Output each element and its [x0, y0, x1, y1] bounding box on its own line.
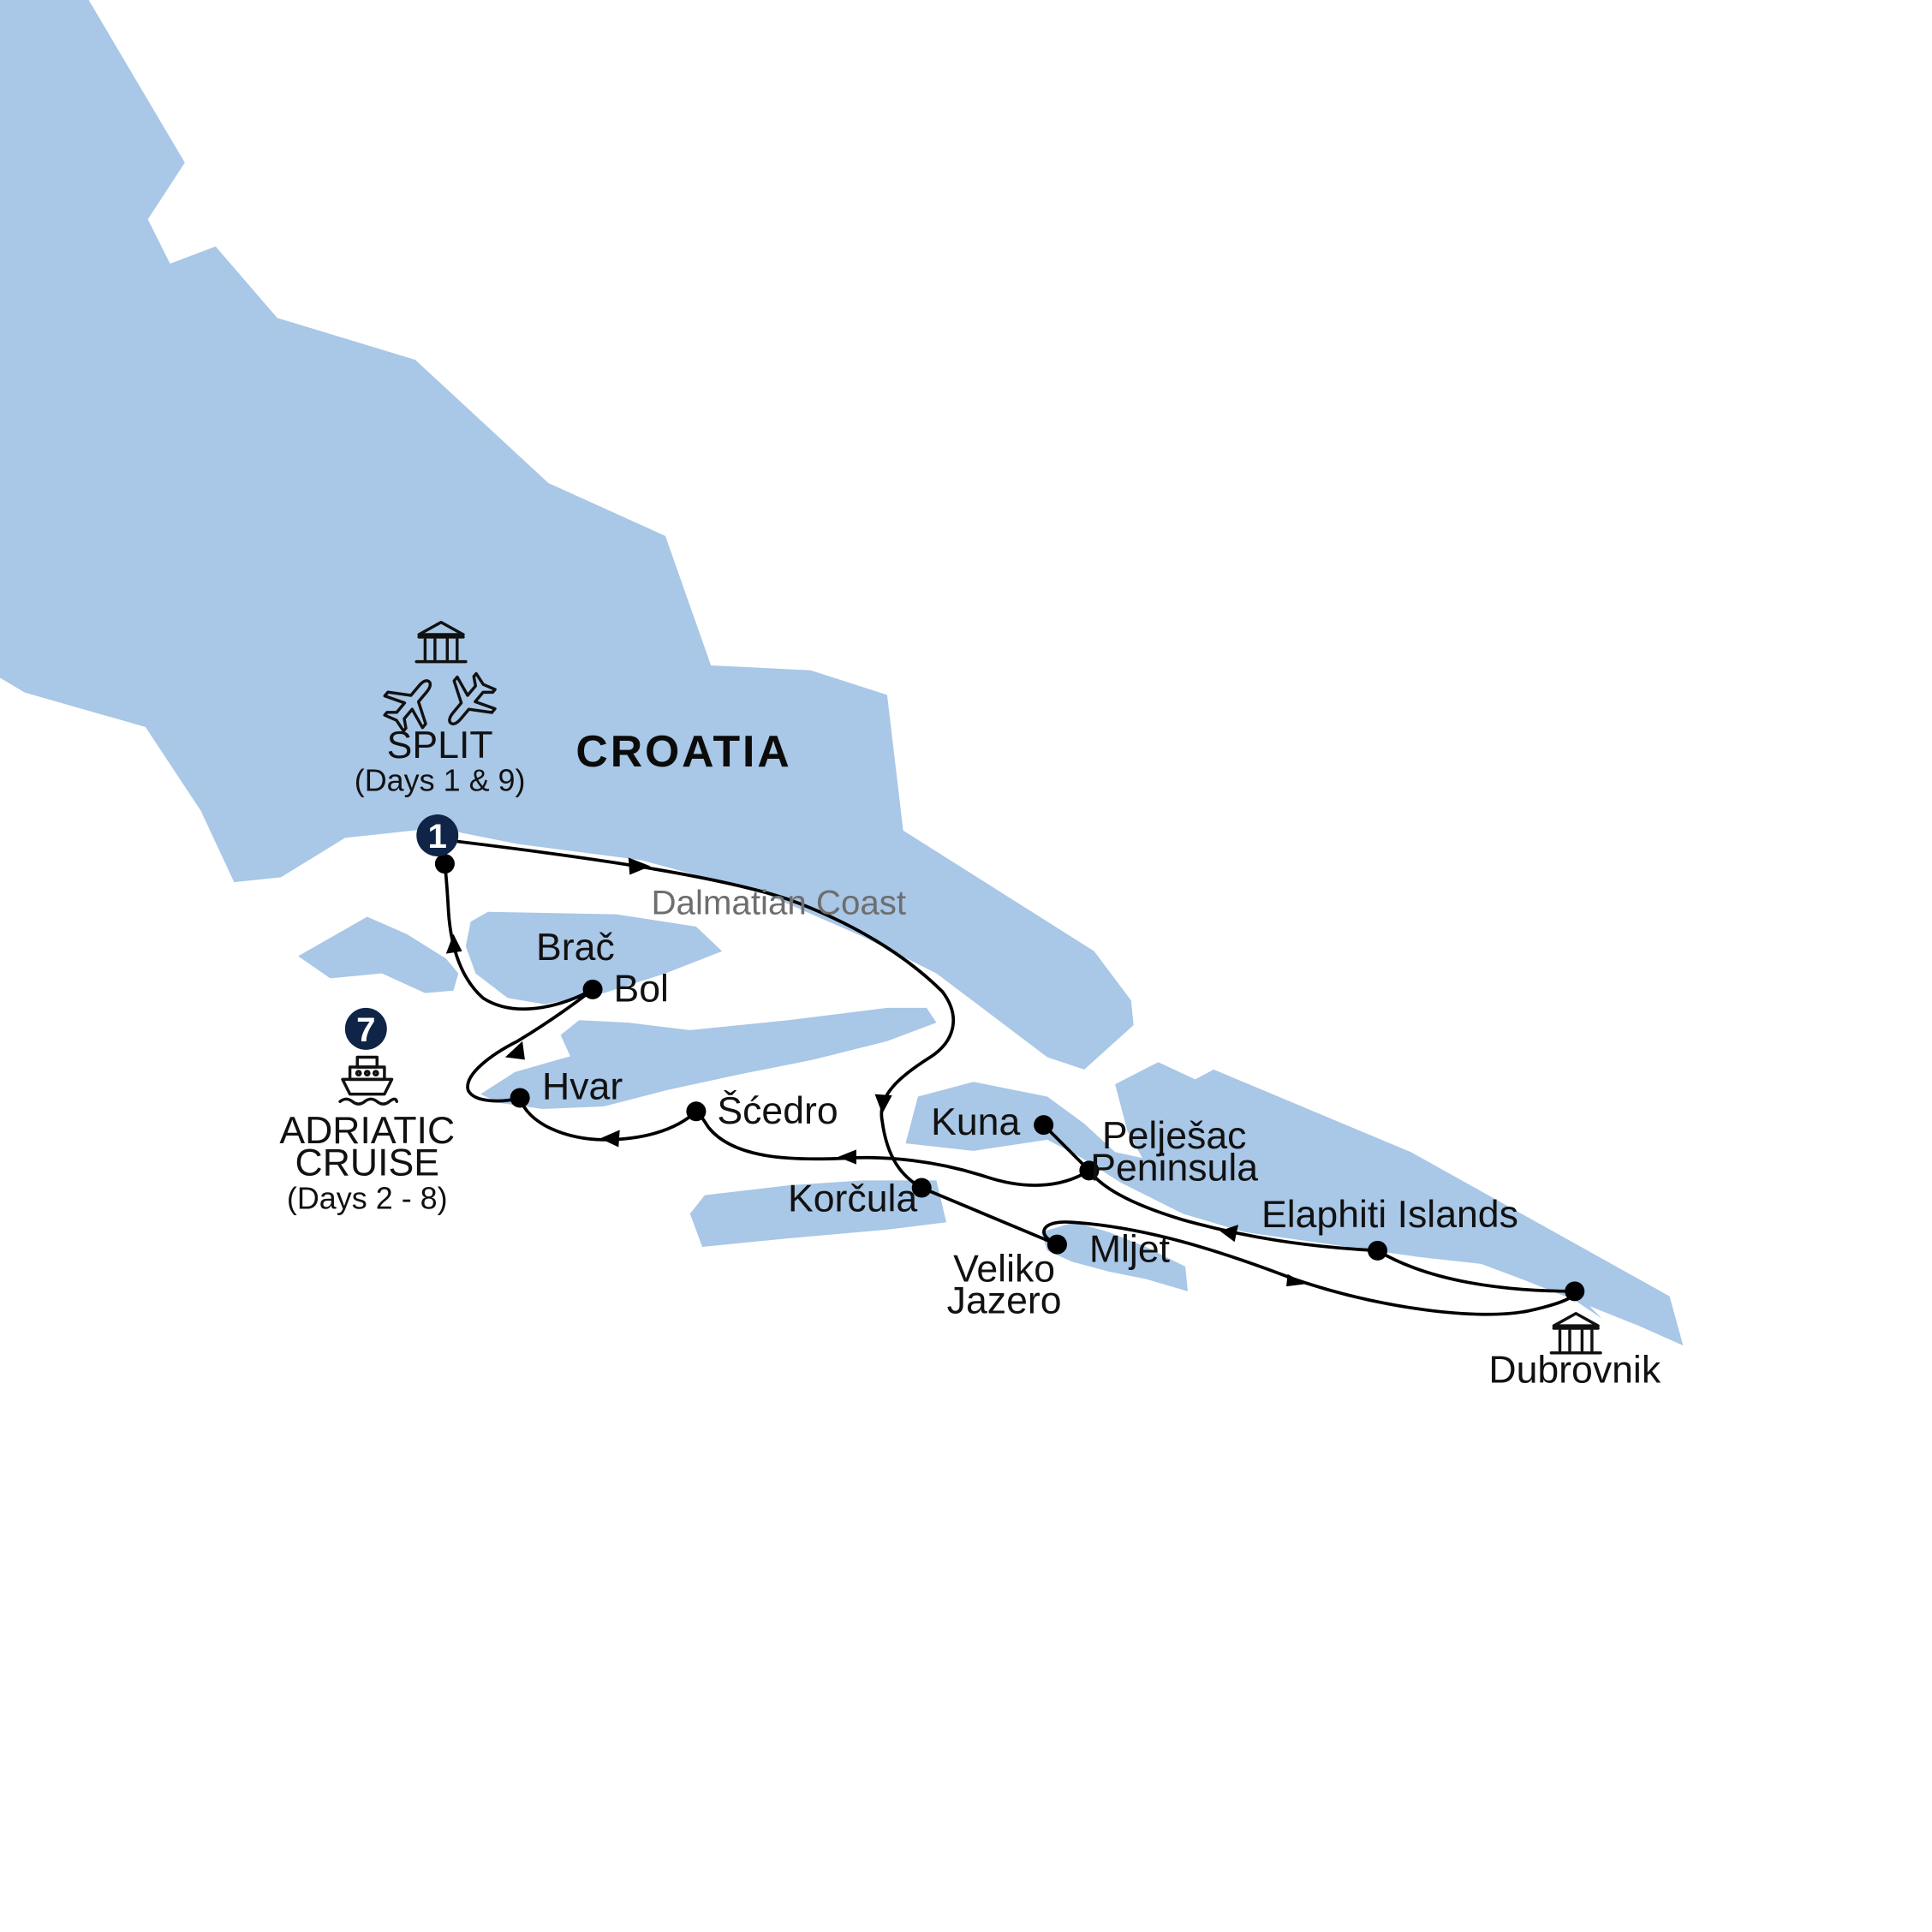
island-label-brac: Brač — [536, 927, 615, 969]
airplane-arrival-icon — [383, 679, 432, 733]
place-label-korcula: Korčula — [788, 1178, 917, 1219]
route-korcula-to-mljet — [920, 1186, 1059, 1247]
route-arrow — [628, 857, 651, 875]
island-hvar — [480, 1007, 937, 1109]
dubrovnik-coast — [1115, 1062, 1684, 1346]
badge-cruise-number: 7 — [356, 1011, 375, 1049]
place-label-mljet: Mljet — [1089, 1228, 1171, 1270]
route-arrow — [838, 1149, 856, 1165]
cruise-label-line2: CRUISE — [295, 1142, 440, 1184]
route-hvar-to-bol — [466, 987, 594, 1103]
route-arrow — [445, 933, 462, 954]
stop-elaphiti[interactable] — [1368, 1240, 1388, 1261]
place-label-veliko-line1: Veliko — [953, 1248, 1055, 1290]
stop-scedro[interactable] — [686, 1101, 707, 1122]
stops-layer — [434, 854, 1585, 1302]
place-label-scedro: Šćedro — [717, 1089, 838, 1132]
region-label: Dalmatian Coast — [651, 884, 906, 922]
stop-split[interactable] — [434, 854, 455, 874]
badge-split: 1 — [416, 814, 459, 856]
stop-mljet[interactable] — [1046, 1234, 1067, 1255]
ship-icon — [338, 1055, 399, 1106]
mainland-croatia — [0, 0, 1134, 1070]
land-layer — [0, 0, 1684, 1346]
split-days-label: (Days 1 & 9) — [355, 763, 526, 798]
stop-hvar[interactable] — [510, 1088, 530, 1108]
airplane-departure-icon — [448, 671, 497, 726]
stop-bol[interactable] — [582, 979, 603, 999]
badge-split-number: 1 — [428, 817, 447, 856]
cruise-label-line1: ADRIATIC — [279, 1110, 455, 1152]
badge-cruise: 7 — [344, 1007, 387, 1050]
route-arrow — [874, 1094, 892, 1114]
place-label-peljesac-line2: Peninsula — [1090, 1147, 1258, 1189]
stop-peljesac[interactable] — [1079, 1160, 1100, 1181]
stop-dubrovnik[interactable] — [1565, 1281, 1585, 1302]
route-arrow — [599, 1130, 620, 1148]
landmark-icon — [1549, 1312, 1602, 1355]
route-kuna-to-peljesac — [1041, 1123, 1091, 1172]
place-label-veliko-line2: Jazero — [947, 1280, 1062, 1322]
place-label-kuna: Kuna — [931, 1101, 1020, 1143]
landmark-icon — [414, 620, 468, 664]
country-label: CROATIA — [575, 726, 791, 776]
route-elaphiti-to-peljesac — [1088, 1168, 1380, 1253]
stop-kuna[interactable] — [1034, 1115, 1054, 1136]
place-label-elaphiti: Elaphiti Islands — [1261, 1194, 1518, 1236]
route-arrow — [1286, 1273, 1307, 1287]
place-label-peljesac-line1: Pelješac — [1102, 1115, 1247, 1157]
place-label-hvar: Hvar — [542, 1065, 623, 1107]
island-brac — [465, 911, 723, 1005]
route-split-to-dalmatian-coast — [456, 839, 956, 1190]
labels-layer: CROATIA Dalmatian Coast SPLIT (Days 1 & … — [279, 724, 1661, 1391]
city-label-dubrovnik: Dubrovnik — [1488, 1349, 1661, 1391]
island-solta — [298, 916, 459, 993]
route-arrow — [504, 1041, 525, 1060]
route-arrow — [1219, 1225, 1238, 1243]
island-mljet — [1041, 1222, 1188, 1291]
route-layer — [443, 839, 1577, 1316]
island-korcula — [689, 1180, 946, 1248]
cruise-days-label: (Days 2 - 8) — [287, 1180, 448, 1215]
stop-korcula[interactable] — [911, 1178, 932, 1198]
route-bol-to-split — [443, 862, 594, 1011]
city-label-split: SPLIT — [387, 724, 493, 766]
route-dubrovnik-to-elaphiti — [1375, 1249, 1577, 1293]
place-label-bol: Bol — [614, 969, 669, 1011]
